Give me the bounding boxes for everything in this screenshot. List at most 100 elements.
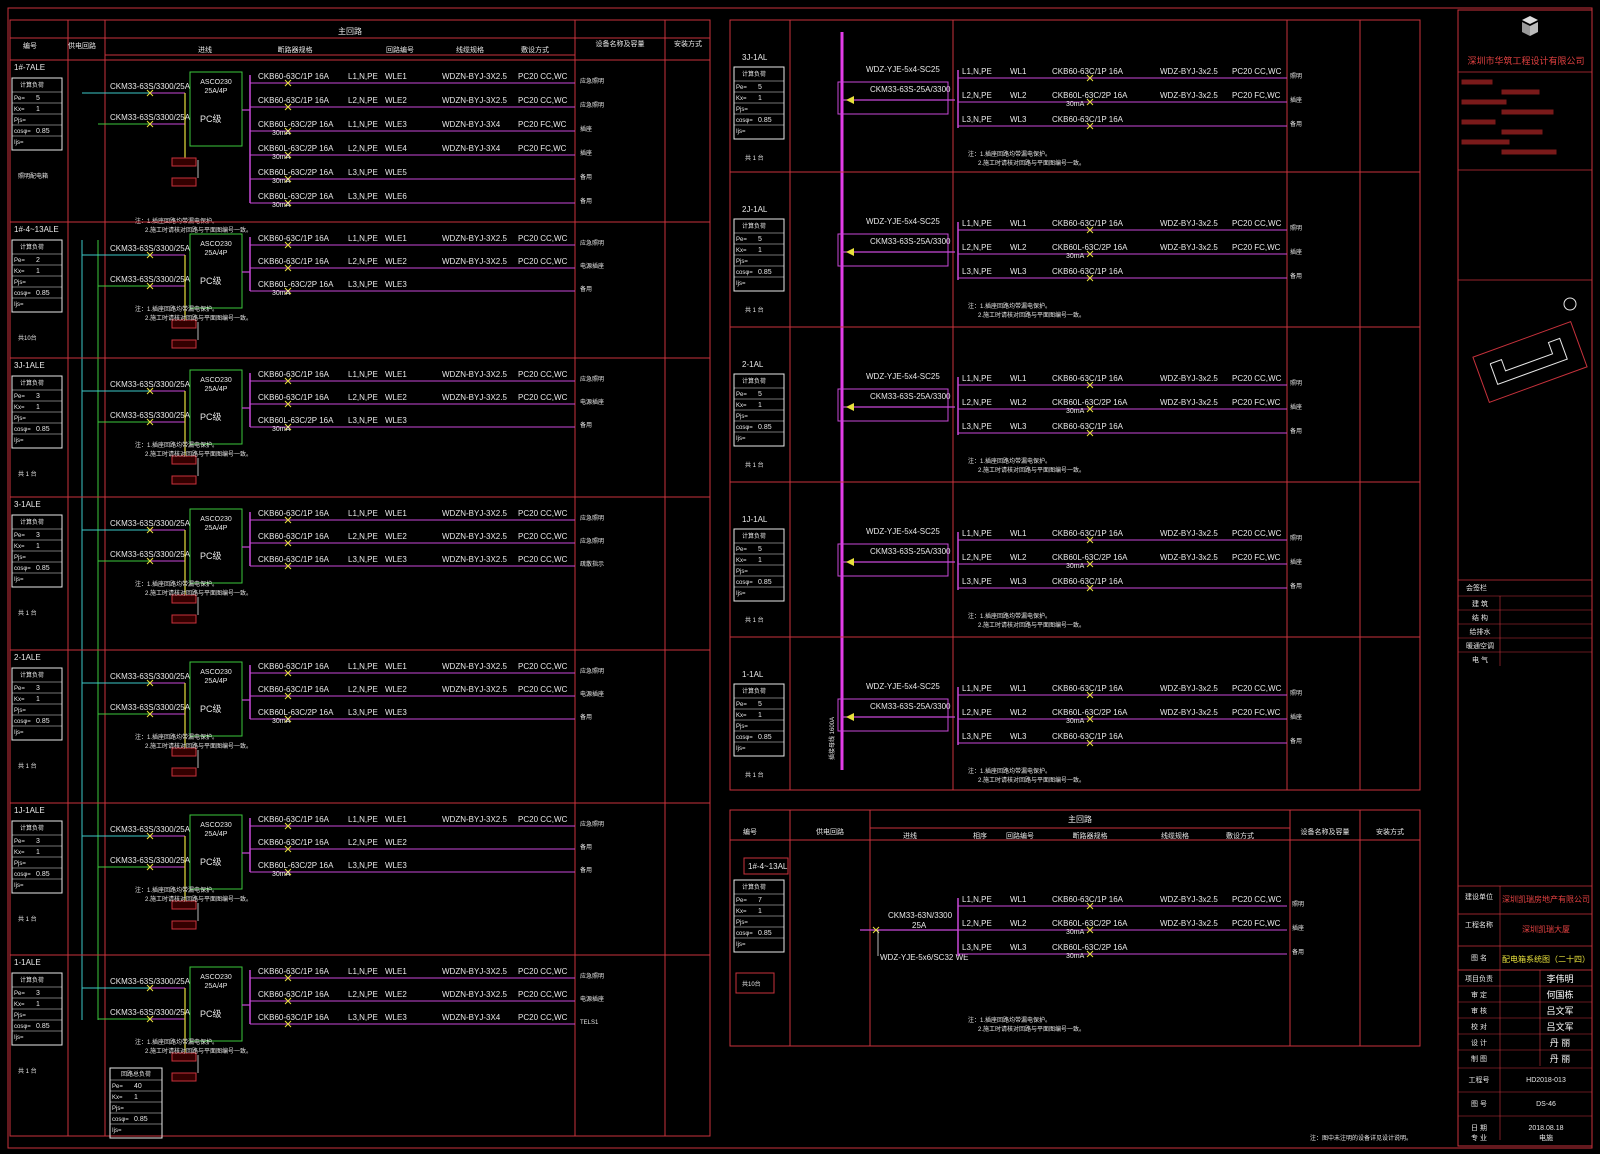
panel-foot: 共 1 台 xyxy=(745,771,764,779)
cable-spec: WDZ-BYJ-3x2.5 xyxy=(1160,398,1218,407)
equipment-name: 备用 xyxy=(580,866,592,874)
laying-method: PC20 CC,WC xyxy=(518,662,568,671)
breaker-cross-icon xyxy=(1086,926,1094,934)
calc-key-label: Pjs= xyxy=(14,280,26,286)
panel-note: 2.施工时请核对回路与平面图编号一致。 xyxy=(978,776,1085,784)
breaker-cross-icon xyxy=(284,199,292,207)
calc-value-kx: 1 xyxy=(758,402,762,409)
breaker-cross-icon xyxy=(1086,381,1094,389)
equipment-name: 照明 xyxy=(1290,225,1302,232)
equipment-name: 应急照明 xyxy=(580,537,604,545)
breaker-spec: CKB60-63C/1P 16A xyxy=(258,96,330,105)
laying-method: PC20 CC,WC xyxy=(518,96,568,105)
calc-table-title: 计算负荷 xyxy=(20,379,44,387)
interlock-box xyxy=(171,594,197,604)
breaker-cross-icon xyxy=(284,845,292,853)
header-incoming: 进线 xyxy=(903,831,917,840)
breaker-sub: 30mA xyxy=(272,178,291,185)
calc-key-label: Pjs= xyxy=(736,724,748,730)
breaker-cross-icon xyxy=(284,539,292,547)
calc-value-kx: 1 xyxy=(36,268,40,275)
calc-table-title: 计算负荷 xyxy=(20,824,44,832)
ats-box xyxy=(189,233,243,309)
breaker-cross-icon xyxy=(146,832,154,840)
incoming-breaker-label: CKM33-63S/3300/25A xyxy=(110,856,191,865)
arrow-icon xyxy=(846,558,854,566)
job_no-label: 工程号 xyxy=(1469,1075,1490,1084)
breaker-spec: CKB60L-63C/2P 16A xyxy=(258,861,334,870)
sheet-value: DS-46 xyxy=(1536,1101,1556,1108)
cable-spec: WDZ-BYJ-3x2.5 xyxy=(1160,708,1218,717)
calc-key-label: Pe= xyxy=(736,898,747,904)
equipment-name: 电源插座 xyxy=(580,262,604,270)
company-logo-icon xyxy=(1522,22,1530,36)
breaker-spec: CKB60-63C/1P 16A xyxy=(1052,684,1124,693)
site-plan-icon xyxy=(1472,321,1588,403)
laying-method: PC20 CC,WC xyxy=(518,393,568,402)
total-load-title: 回路总负荷 xyxy=(121,1070,151,1078)
calc-key-label: Pjs= xyxy=(14,708,26,714)
breaker-spec: CKB60-63C/1P 16A xyxy=(258,662,330,671)
header-equipment: 设备名称及容量 xyxy=(1301,827,1350,836)
calc-key-label: Pe= xyxy=(736,85,747,91)
feeder-cable: WDZ-YJE-5x4-SC25 xyxy=(866,682,940,691)
cable-spec: WDZN-BYJ-3X2.5 xyxy=(442,509,507,518)
calc-value-cos: 0.85 xyxy=(758,734,772,741)
breaker-spec: CKB60-63C/1P 16A xyxy=(258,555,330,564)
circuit-phase: L2,N,PE xyxy=(348,838,378,847)
interlock-box xyxy=(171,747,197,757)
role-signature: 何国栋 xyxy=(1546,989,1573,1000)
left-frame xyxy=(9,19,711,1137)
breaker-spec: CKB60-63C/1P 16A xyxy=(1052,219,1124,228)
panel-label: 1-1ALE xyxy=(14,958,41,967)
drawing-border xyxy=(7,7,1593,1149)
breaker-sub: 30mA xyxy=(272,426,291,433)
breaker-cross-icon xyxy=(284,79,292,87)
client-name: 深圳凯瑞房地产有限公司 xyxy=(1502,894,1590,904)
date-value: 2018.08.18 xyxy=(1528,1125,1563,1132)
cable-spec: WDZ-BYJ-3x2.5 xyxy=(1160,67,1218,76)
breaker-cross-icon xyxy=(284,669,292,677)
calc-value-pe: 5 xyxy=(758,546,762,553)
panel-note: 注：1.插座回路均带漏电保护。 xyxy=(968,302,1051,310)
circuit-phase: L3,N,PE xyxy=(348,555,378,564)
header-main-circuit: 主回路 xyxy=(338,26,362,36)
breaker-cross-icon xyxy=(284,103,292,111)
breaker-sub: 30mA xyxy=(1066,718,1085,725)
incoming-breaker-label: CKM33-63S/3300/25A xyxy=(110,825,191,834)
calc-value-kx: 1 xyxy=(36,1001,40,1008)
circuit-phase: L1,N,PE xyxy=(962,895,992,904)
ats-pc-label: PC级 xyxy=(200,411,222,422)
calc-key-label: Ijs= xyxy=(14,577,24,583)
project-name: 深圳凯瑞大厦 xyxy=(1522,924,1570,934)
breaker-cross-icon xyxy=(284,974,292,982)
laying-method: PC20 FC,WC xyxy=(1232,398,1281,407)
equipment-name: 应急照明 xyxy=(580,972,604,980)
panel-note: 2.施工时请核对回路与平面图编号一致。 xyxy=(978,1025,1085,1033)
breaker-spec: CKB60L-63C/2P 16A xyxy=(258,280,334,289)
circuit-phase: L1,N,PE xyxy=(962,529,992,538)
panel-note: 注：1.插座回路均带漏电保护。 xyxy=(135,733,218,741)
breaker-spec: CKB60L-63C/2P 16A xyxy=(258,120,334,129)
calc-key-label: Kx= xyxy=(736,909,747,915)
calc-value-cos: 0.85 xyxy=(36,426,50,433)
calc-table-title: 计算负荷 xyxy=(20,671,44,679)
calc-value-cos: 0.85 xyxy=(758,930,772,937)
panel-note: 2.施工时请核对回路与平面图编号一致。 xyxy=(145,742,252,750)
calc-value-cos: 0.85 xyxy=(36,128,50,135)
circuit-no: WL3 xyxy=(1010,115,1027,124)
equipment-name: 应急照明 xyxy=(580,820,604,828)
laying-method: PC20 CC,WC xyxy=(518,990,568,999)
laying-method: PC20 CC,WC xyxy=(518,555,568,564)
breaker-cross-icon xyxy=(146,557,154,565)
breaker-cross-icon xyxy=(872,926,880,934)
panel-note: 注：1.插座回路均带漏电保护。 xyxy=(135,305,218,313)
equipment-name: 备用 xyxy=(580,197,592,205)
circuit-no: WLE4 xyxy=(385,144,407,153)
breaker-cross-icon xyxy=(284,287,292,295)
breaker-spec: CKB60-63C/1P 16A xyxy=(258,990,330,999)
breaker-spec: CKB60-63C/1P 16A xyxy=(258,1013,330,1022)
panel-note: 2.施工时请核对回路与平面图编号一致。 xyxy=(978,466,1085,474)
incoming-breaker-label: CKM33-63S/3300/25A xyxy=(110,82,191,91)
